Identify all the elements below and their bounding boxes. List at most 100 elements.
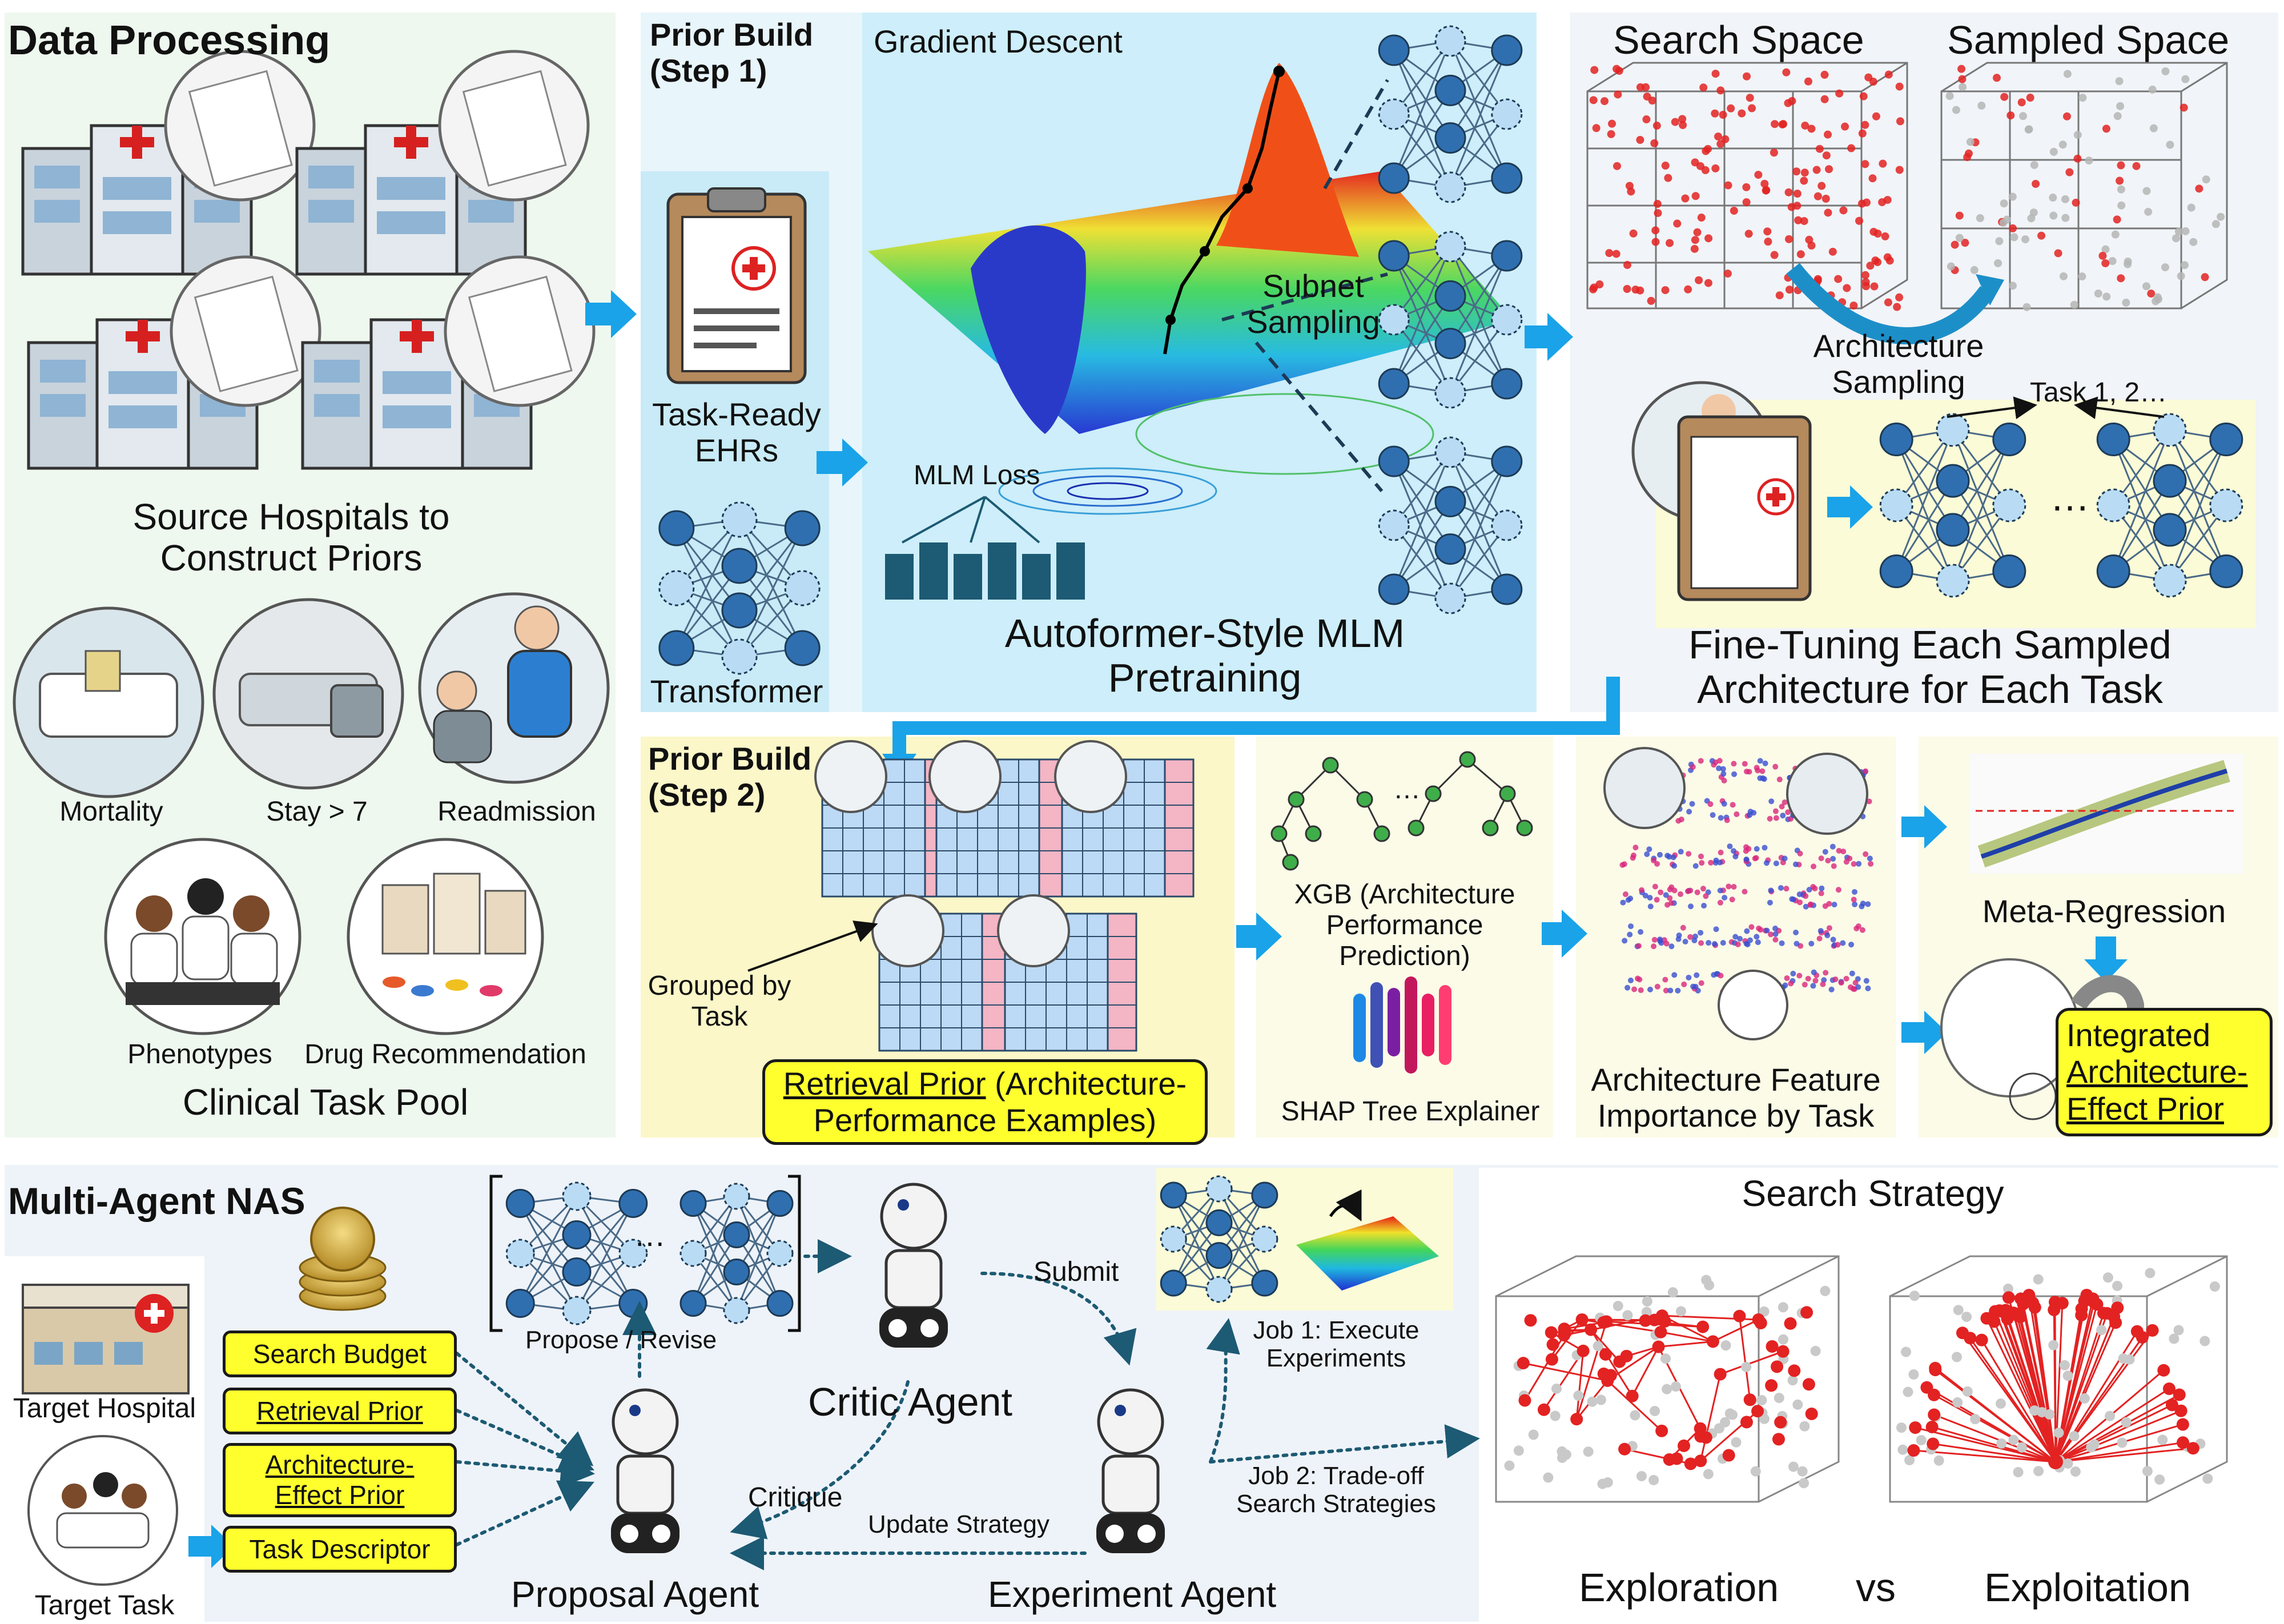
nas-title: Multi-Agent NAS bbox=[8, 1180, 305, 1222]
meta-regression-plot-icon bbox=[1970, 754, 2244, 874]
candidate-ellipsis: … bbox=[634, 1217, 666, 1253]
task-label-drug: Drug Recommendation bbox=[304, 1039, 586, 1070]
grouped-by-task-label: Grouped by Task bbox=[648, 971, 791, 1032]
subnet-network-icon bbox=[1378, 25, 1523, 203]
step1-title: Prior Build (Step 1) bbox=[650, 17, 813, 89]
exploration-graph-icon bbox=[1504, 1275, 1831, 1489]
sampled-space-label: Sampled Space bbox=[1947, 18, 2230, 62]
drug-icon bbox=[347, 838, 544, 1035]
shap-logo-icon bbox=[1353, 976, 1451, 1074]
vs-label: vs bbox=[1856, 1565, 1896, 1610]
finetune-network-icon bbox=[1879, 413, 2026, 598]
task-arrows-icon bbox=[1947, 396, 2165, 420]
sampled-space-points-icon bbox=[1945, 65, 2225, 311]
loss-surface-icon bbox=[868, 63, 1513, 515]
flow-arrow-icon bbox=[188, 290, 2128, 1568]
finetune-network-icon bbox=[2096, 413, 2243, 598]
phenotypes-icon bbox=[104, 838, 301, 1035]
subnet-network-icon bbox=[1378, 436, 1523, 614]
feature-thumbs-icon bbox=[1603, 747, 1868, 1040]
job-surface-icon bbox=[1296, 1189, 1439, 1291]
meta-regression-label: Meta-Regression bbox=[1982, 893, 2226, 929]
task-ready-ehrs-label: Task-Ready EHRs bbox=[652, 396, 821, 468]
subnet-network-icon bbox=[1378, 231, 1523, 409]
subnet-dashes-icon bbox=[1221, 79, 1389, 492]
step1-title-line2: (Step 1) bbox=[650, 52, 767, 89]
sampling-arrowhead-icon bbox=[1976, 274, 2004, 305]
stay-icon bbox=[212, 598, 404, 790]
task-label: Task 1, 2… bbox=[2030, 377, 2168, 408]
step2-title: Prior Build (Step 2) bbox=[648, 741, 811, 813]
feature-importance-label: Architecture Feature Importance by Task bbox=[1591, 1062, 1881, 1133]
grouped-arrow-icon bbox=[747, 920, 878, 972]
coins-icon bbox=[299, 1207, 387, 1311]
mlm-loss-label: MLM Loss bbox=[914, 460, 1040, 491]
transformer-network-icon bbox=[658, 501, 821, 675]
clipboard-icon bbox=[666, 187, 807, 384]
shap-label: SHAP Tree Explainer bbox=[1281, 1096, 1540, 1127]
critique-label: Critique bbox=[748, 1482, 843, 1513]
hospital-icon bbox=[27, 255, 321, 470]
update-strategy-label: Update Strategy bbox=[868, 1510, 1049, 1538]
tree-ellipsis: … bbox=[1393, 774, 1421, 805]
xgb-label: XGB (Architecture Performance Prediction… bbox=[1294, 879, 1515, 971]
mortality-icon bbox=[13, 606, 204, 798]
patient-clipboard-icon bbox=[1631, 381, 1812, 601]
step1-title-line1: Prior Build bbox=[650, 17, 814, 53]
retrieval-prior-text: Retrieval Prior (Architecture-Performanc… bbox=[765, 1066, 1205, 1139]
candidate-network-icon bbox=[679, 1183, 794, 1324]
target-hospital-icon bbox=[22, 1284, 190, 1394]
fine-tuning-label: Fine-Tuning Each Sampled Architecture fo… bbox=[1688, 622, 2172, 712]
exploration-label: Exploration bbox=[1579, 1565, 1779, 1610]
transformer-label: Transformer bbox=[650, 673, 823, 709]
retrieval-prior-underlined: Retrieval Prior bbox=[783, 1065, 986, 1102]
candidate-bracket-icon bbox=[489, 1175, 801, 1332]
readmission-icon bbox=[418, 592, 610, 784]
job2-label: Job 2: Trade-off Search Strategies bbox=[1236, 1462, 1436, 1518]
data-processing-title: Data Processing bbox=[8, 18, 331, 63]
propose-revise-label: Propose / Revise bbox=[525, 1326, 717, 1354]
search-strategy-panel bbox=[1479, 1168, 2278, 1622]
target-hospital-label: Target Hospital bbox=[13, 1393, 196, 1424]
retrieval-prior-box: Retrieval Prior (Architecture-Performanc… bbox=[762, 1059, 1208, 1145]
architecture-sampling-label: Architecture Sampling bbox=[1813, 328, 1984, 400]
experiment-agent-label: Experiment Agent bbox=[988, 1574, 1277, 1615]
retrieval-grids-icon bbox=[814, 740, 1195, 1052]
mlm-blocks-icon bbox=[885, 496, 1085, 600]
job1-label: Job 1: Execute Experiments bbox=[1253, 1316, 1420, 1373]
task-pool-label: Clinical Task Pool bbox=[182, 1082, 469, 1123]
search-budget-box: Search Budget bbox=[223, 1330, 457, 1377]
hospital-icon bbox=[21, 50, 316, 276]
connector-arrow-icon bbox=[892, 677, 1620, 757]
source-hospitals-label: Source Hospitals to Construct Priors bbox=[132, 496, 450, 578]
sampling-arrow-icon bbox=[1786, 263, 1995, 345]
finetune-ellipsis: … bbox=[2050, 475, 2090, 519]
subnet-sampling-label: Subnet Sampling bbox=[1246, 268, 1380, 340]
architecture-effect-prior-box: Architecture-Effect Prior bbox=[223, 1443, 457, 1517]
target-task-label: Target Task bbox=[34, 1590, 175, 1621]
search-space-label: Search Space bbox=[1613, 18, 1864, 62]
candidate-network-icon bbox=[505, 1181, 648, 1325]
search-strategy-label: Search Strategy bbox=[1742, 1173, 2004, 1214]
exploitation-label: Exploitation bbox=[1984, 1565, 2191, 1610]
task-label-mortality: Mortality bbox=[59, 797, 163, 827]
task-label-phenotypes: Phenotypes bbox=[127, 1039, 272, 1070]
job-network-icon bbox=[1160, 1175, 1278, 1303]
task-label-stay: Stay > 7 bbox=[266, 797, 368, 827]
task-descriptor-box: Task Descriptor bbox=[223, 1526, 457, 1573]
submit-label: Submit bbox=[1034, 1257, 1119, 1287]
hospital-icon bbox=[301, 255, 596, 470]
xgb-trees-icon bbox=[1270, 751, 1533, 871]
experiment-robot-icon bbox=[1096, 1388, 1165, 1553]
integrated-line1: Integrated bbox=[2066, 1016, 2211, 1053]
search-space-points-icon bbox=[1589, 65, 1904, 311]
agent-flow-arrows-icon bbox=[455, 1239, 1480, 1570]
integrated-underlined: Architecture-Effect Prior bbox=[2066, 1054, 2248, 1127]
exploitation-graph-icon bbox=[1896, 1268, 2220, 1485]
proposal-robot-icon bbox=[611, 1388, 679, 1553]
pretraining-label: Autoformer-Style MLM Pretraining bbox=[1004, 611, 1405, 701]
hospital-icon bbox=[295, 50, 590, 276]
step2-title-line2: (Step 2) bbox=[648, 776, 766, 813]
